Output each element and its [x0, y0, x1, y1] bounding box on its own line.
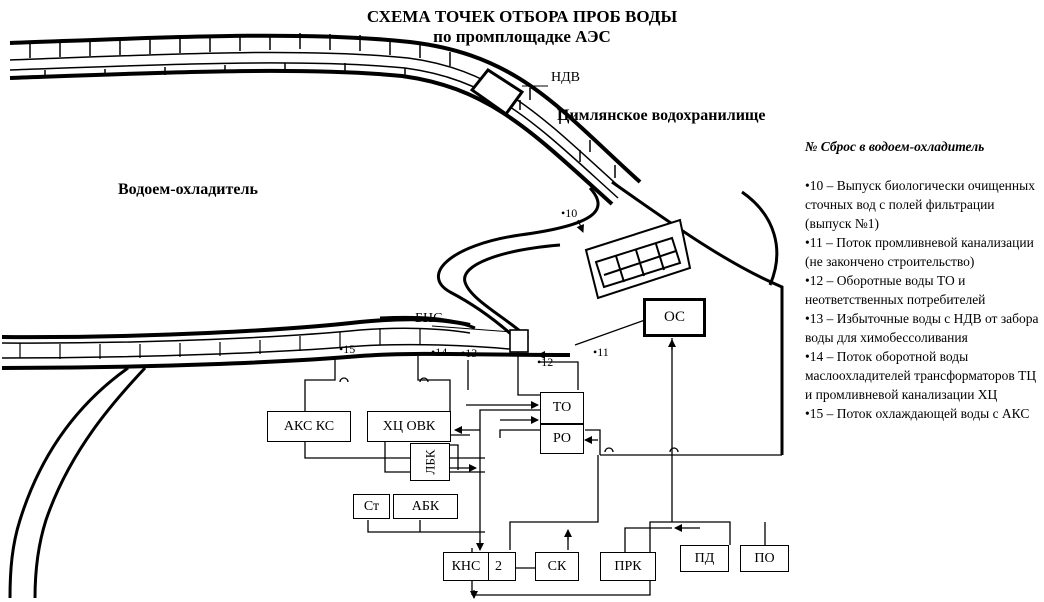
po-block: ПО: [740, 545, 789, 572]
st-block: Ст: [353, 494, 390, 519]
pd-block: ПД: [680, 545, 729, 572]
discharge-channel: [437, 186, 600, 340]
lower-dam: [1, 315, 571, 370]
legend-item: •15 – Поток охлаждающей воды с АКС: [805, 406, 1030, 421]
ro-block: РО: [540, 424, 584, 454]
p10-arrow: [576, 219, 584, 233]
sampling-point-13: •13: [461, 346, 478, 360]
aks-ks-block: АКС КС: [267, 411, 351, 442]
sk-block: СК: [535, 552, 579, 581]
abk-block: АБК: [393, 494, 458, 519]
ndv-label: НДВ: [551, 70, 580, 85]
bns-label: БНС: [415, 311, 443, 326]
pipelines: [304, 319, 782, 596]
legend-item: •10 – Выпуск биологически очищенных сточ…: [805, 178, 1035, 231]
legend-item: •12 – Оборотные воды ТО и неответственны…: [805, 273, 986, 307]
reservoir-shore: [611, 180, 784, 455]
legend-header: № Сброс в водоем-охладитель: [805, 139, 985, 154]
upper-dam: [9, 33, 642, 206]
sampling-point-12: •12: [537, 355, 554, 369]
treatment-facility: [584, 218, 692, 300]
sampling-point-15: •15: [339, 342, 356, 356]
sampling-point-10: •10: [561, 206, 578, 220]
legend-item: •11 – Поток промливневой канализации (не…: [805, 235, 1034, 269]
khts-ovk-block: ХЦ ОВК: [367, 411, 451, 442]
diagram-title: СХЕМА ТОЧЕК ОТБОРА ПРОБ ВОДЫ: [366, 7, 678, 26]
legend-item: •14 – Поток оборотной воды маслоохладите…: [805, 349, 1037, 402]
diagram-subtitle: по промплощадке АЭС: [433, 27, 611, 46]
bns-structure: [431, 325, 529, 353]
legend-item: •13 – Избыточные воды с НДВ от забора во…: [805, 311, 1039, 345]
lbk-block: ЛБК: [410, 443, 450, 481]
legend: № Сброс в водоем-охладитель •10 – Выпуск…: [805, 137, 1040, 423]
ndv-structure: [469, 68, 548, 117]
kns-block: КНС 2: [443, 552, 516, 581]
os-block: ОС: [643, 298, 706, 337]
cooling-pond-label: Водоем-охладитель: [118, 181, 258, 198]
to-block: ТО: [540, 392, 584, 424]
river-channel: [8, 366, 147, 599]
kns-label: КНС: [451, 558, 481, 574]
arrowheads: [450, 339, 700, 599]
sampling-point-11: •11: [593, 345, 609, 359]
reservoir-label: Цимлянское водохранилище: [557, 107, 766, 124]
prk-block: ПРК: [600, 552, 656, 581]
lbk-label: ЛБК: [421, 449, 437, 475]
sampling-point-14: •14: [431, 345, 448, 359]
kns-number: 2: [488, 553, 502, 580]
